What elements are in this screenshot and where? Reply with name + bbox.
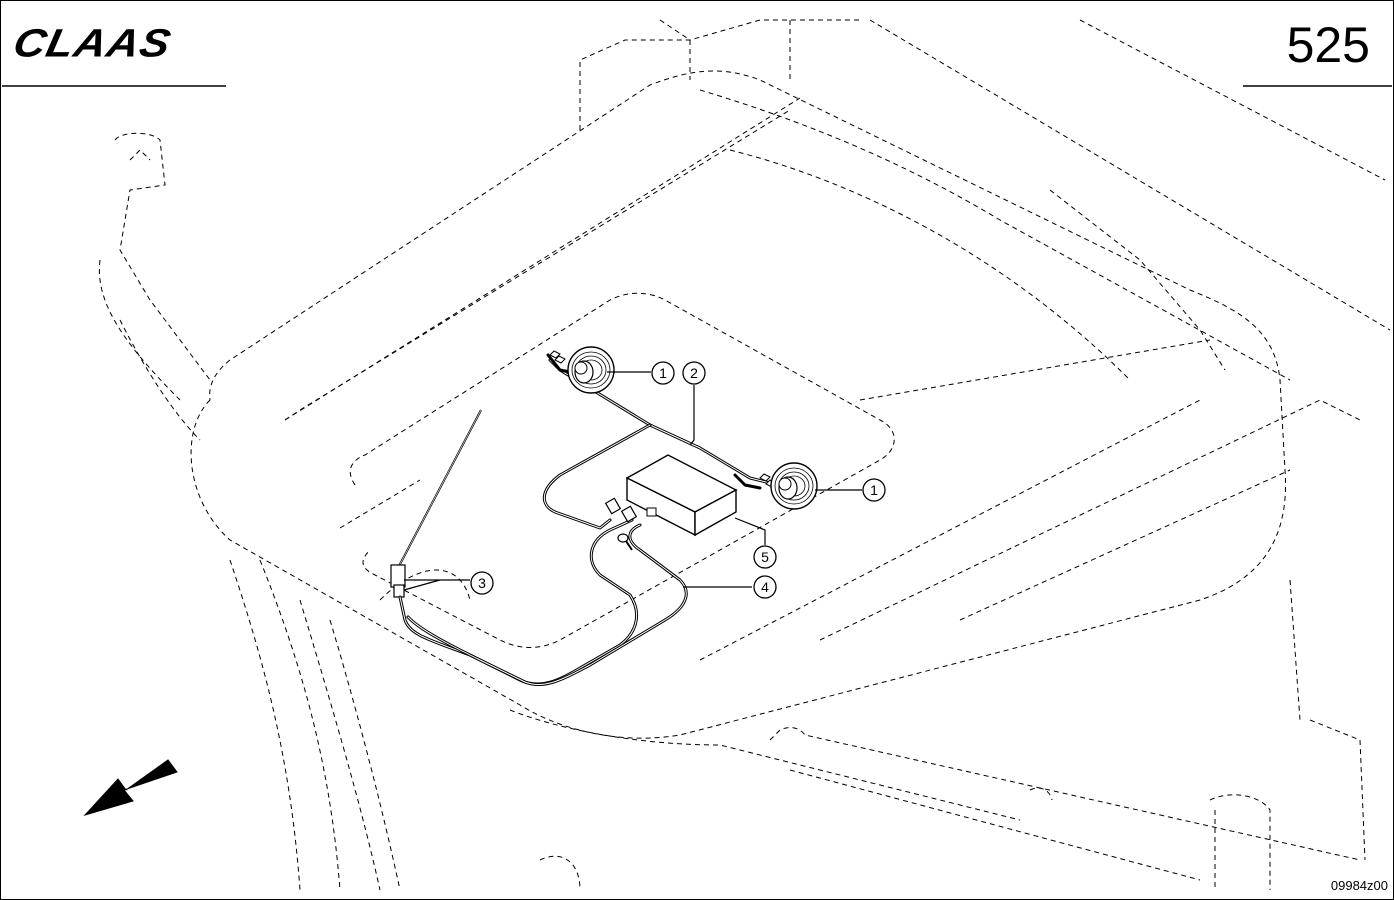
callout-2: 2 xyxy=(682,361,706,385)
callout-1b: 1 xyxy=(862,478,886,502)
callout-3-label: 3 xyxy=(478,575,486,591)
speaker-left xyxy=(567,346,615,394)
antenna-cable xyxy=(398,518,639,686)
callout-5-label: 5 xyxy=(761,549,769,565)
speaker-cable xyxy=(542,353,772,530)
callout-2-label: 2 xyxy=(690,365,698,381)
callout-1b-label: 1 xyxy=(870,482,878,498)
drawing-id: 09984z00 xyxy=(1330,878,1388,893)
leader-lines xyxy=(403,371,862,591)
connector-plugs xyxy=(549,350,777,551)
callout-5: 5 xyxy=(753,545,777,569)
speaker-right xyxy=(770,462,818,510)
power-cable xyxy=(406,523,688,687)
callout-3: 3 xyxy=(470,571,494,595)
direction-arrow-icon xyxy=(83,759,178,816)
page-number: 525 xyxy=(1286,17,1370,73)
callout-4: 4 xyxy=(753,575,777,599)
radio-unit xyxy=(625,454,738,537)
callout-1a: 1 xyxy=(651,361,675,385)
cab-structure-outline xyxy=(98,19,1391,891)
callout-1a-label: 1 xyxy=(659,365,667,381)
antenna xyxy=(390,409,482,598)
callout-4-label: 4 xyxy=(761,579,769,595)
